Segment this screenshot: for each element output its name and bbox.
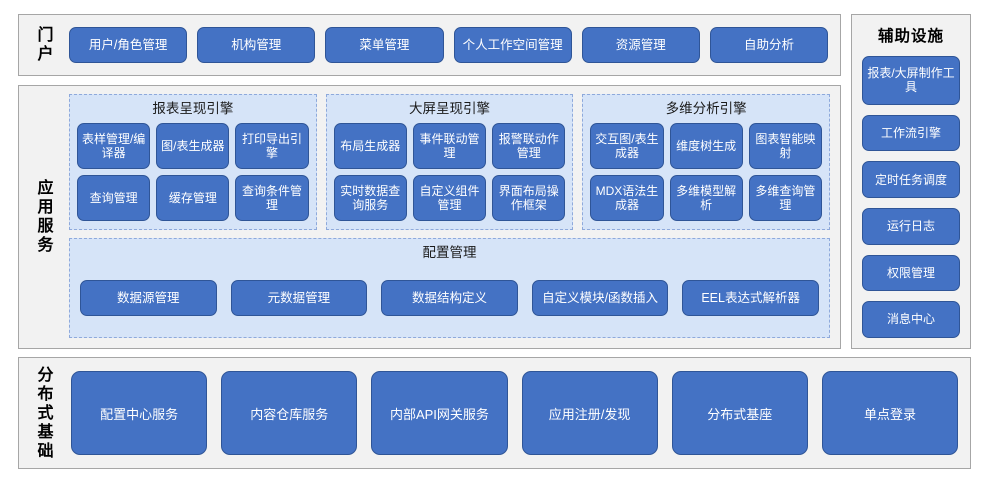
group-olap-engine-title: 多维分析引擎	[665, 101, 747, 116]
group-config-management: 配置管理 数据源管理 元数据管理 数据结构定义 自定义模块/函数插入 EEL表达…	[69, 238, 830, 338]
group-olap-engine-grid: 交互图/表生成器 维度树生成 图表智能映射 MDX语法生成器 多维模型解析 多维…	[590, 123, 823, 222]
config-item-eel-parser[interactable]: EEL表达式解析器	[682, 279, 819, 316]
config-item-custom-module[interactable]: 自定义模块/函数插入	[531, 279, 669, 316]
tile-report-template-editor[interactable]: 表样管理/编译器	[77, 123, 151, 170]
dist-item-content-repository[interactable]: 内容仓库服务	[221, 371, 358, 455]
tile-report-print-export-engine[interactable]: 打印导出引擎	[235, 123, 309, 170]
portal-item-resource[interactable]: 资源管理	[581, 27, 700, 63]
portal-section: 门户 用户/角色管理 机构管理 菜单管理 个人工作空间管理 资源管理 自助分析	[18, 14, 841, 76]
tile-olap-query-management[interactable]: 多维查询管理	[748, 175, 823, 222]
portal-item-org[interactable]: 机构管理	[197, 27, 316, 63]
group-report-engine-title: 报表呈现引擎	[152, 101, 234, 116]
portal-section-label: 门户	[19, 15, 65, 75]
portal-item-list: 用户/角色管理 机构管理 菜单管理 个人工作空间管理 资源管理 自助分析	[65, 15, 840, 75]
tile-bigscreen-ui-layout-framework[interactable]: 界面布局操作框架	[492, 175, 566, 222]
tile-report-chart-generator[interactable]: 图/表生成器	[156, 123, 230, 170]
aux-facilities-title: 辅助设施	[877, 28, 944, 45]
config-item-datasource[interactable]: 数据源管理	[80, 279, 217, 316]
tile-report-cache-management[interactable]: 缓存管理	[156, 175, 230, 222]
app-services-label-text: 应用服务	[34, 179, 52, 255]
app-services-body: 报表呈现引擎 表样管理/编译器 图/表生成器 打印导出引擎 查询管理 缓存管理 …	[65, 86, 840, 348]
tile-bigscreen-realtime-query[interactable]: 实时数据查询服务	[333, 175, 407, 222]
tile-bigscreen-event-linkage[interactable]: 事件联动管理	[412, 123, 487, 170]
bottom-area: 分布式基础 配置中心服务 内容仓库服务 内部API网关服务 应用注册/发现 分布…	[0, 349, 987, 469]
app-services-section: 应用服务 报表呈现引擎 表样管理/编译器 图/表生成器 打印导出引擎 查询管理	[18, 85, 841, 349]
aux-item-report-design-tool[interactable]: 报表/大屏制作工具	[862, 56, 960, 105]
tile-report-query-condition-management[interactable]: 查询条件管理	[235, 175, 309, 222]
distributed-item-list: 配置中心服务 内容仓库服务 内部API网关服务 应用注册/发现 分布式基座 单点…	[65, 358, 970, 468]
aux-item-workflow-engine[interactable]: 工作流引擎	[862, 114, 960, 152]
tile-bigscreen-custom-component[interactable]: 自定义组件管理	[412, 175, 487, 222]
aux-facilities-section: 辅助设施 报表/大屏制作工具 工作流引擎 定时任务调度 运行日志 权限管理 消息…	[851, 14, 971, 349]
aux-item-runtime-log[interactable]: 运行日志	[862, 208, 960, 245]
tile-olap-mdx-generator[interactable]: MDX语法生成器	[590, 175, 664, 222]
distributed-base-section: 分布式基础 配置中心服务 内容仓库服务 内部API网关服务 应用注册/发现 分布…	[18, 357, 971, 469]
portal-item-menu[interactable]: 菜单管理	[325, 27, 444, 63]
group-olap-engine: 多维分析引擎 交互图/表生成器 维度树生成 图表智能映射 MDX语法生成器 多维…	[582, 94, 831, 231]
portal-label-text: 门户	[34, 26, 52, 64]
tile-bigscreen-layout-generator[interactable]: 布局生成器	[333, 123, 407, 170]
tile-report-query-management[interactable]: 查询管理	[77, 175, 151, 222]
dist-item-single-sign-on[interactable]: 单点登录	[821, 371, 959, 455]
left-column: 门户 用户/角色管理 机构管理 菜单管理 个人工作空间管理 资源管理 自助分析 …	[18, 14, 841, 349]
distributed-base-section-label: 分布式基础	[19, 358, 65, 468]
engines-row: 报表呈现引擎 表样管理/编译器 图/表生成器 打印导出引擎 查询管理 缓存管理 …	[69, 94, 831, 231]
portal-item-workspace[interactable]: 个人工作空间管理	[453, 27, 572, 63]
tile-olap-interactive-chart-generator[interactable]: 交互图/表生成器	[590, 123, 664, 170]
dist-item-app-registry-discovery[interactable]: 应用注册/发现	[521, 371, 658, 455]
group-bigscreen-engine: 大屏呈现引擎 布局生成器 事件联动管理 报警联动作管理 实时数据查询服务 自定义…	[325, 94, 574, 231]
group-report-engine-grid: 表样管理/编译器 图/表生成器 打印导出引擎 查询管理 缓存管理 查询条件管理	[77, 123, 309, 222]
group-report-engine: 报表呈现引擎 表样管理/编译器 图/表生成器 打印导出引擎 查询管理 缓存管理 …	[69, 94, 317, 231]
tile-olap-model-parser[interactable]: 多维模型解析	[669, 175, 743, 222]
aux-item-permission-management[interactable]: 权限管理	[862, 254, 960, 292]
tile-olap-chart-smart-mapping[interactable]: 图表智能映射	[748, 123, 823, 170]
config-item-metadata[interactable]: 元数据管理	[230, 279, 368, 316]
config-item-data-structure[interactable]: 数据结构定义	[381, 279, 518, 316]
dist-item-distributed-foundation[interactable]: 分布式基座	[671, 371, 808, 455]
dist-item-internal-api-gateway[interactable]: 内部API网关服务	[371, 371, 508, 455]
portal-item-user-role[interactable]: 用户/角色管理	[69, 27, 188, 63]
app-services-section-label: 应用服务	[19, 86, 65, 348]
top-area: 门户 用户/角色管理 机构管理 菜单管理 个人工作空间管理 资源管理 自助分析 …	[18, 14, 971, 349]
group-bigscreen-engine-title: 大屏呈现引擎	[409, 101, 490, 116]
config-item-list: 数据源管理 元数据管理 数据结构定义 自定义模块/函数插入 EEL表达式解析器	[80, 267, 819, 328]
dist-item-config-center[interactable]: 配置中心服务	[71, 371, 208, 455]
distributed-base-label-text: 分布式基础	[34, 365, 52, 461]
group-config-management-title: 配置管理	[422, 245, 477, 261]
aux-item-task-scheduler[interactable]: 定时任务调度	[862, 161, 960, 199]
portal-item-selfservice[interactable]: 自助分析	[709, 27, 829, 63]
tile-olap-dimension-tree[interactable]: 维度树生成	[669, 123, 743, 170]
group-bigscreen-engine-grid: 布局生成器 事件联动管理 报警联动作管理 实时数据查询服务 自定义组件管理 界面…	[333, 123, 566, 222]
tile-bigscreen-alarm-action[interactable]: 报警联动作管理	[492, 123, 566, 170]
aux-item-message-center[interactable]: 消息中心	[862, 301, 960, 338]
aux-item-list: 报表/大屏制作工具 工作流引擎 定时任务调度 运行日志 权限管理 消息中心	[862, 56, 960, 338]
